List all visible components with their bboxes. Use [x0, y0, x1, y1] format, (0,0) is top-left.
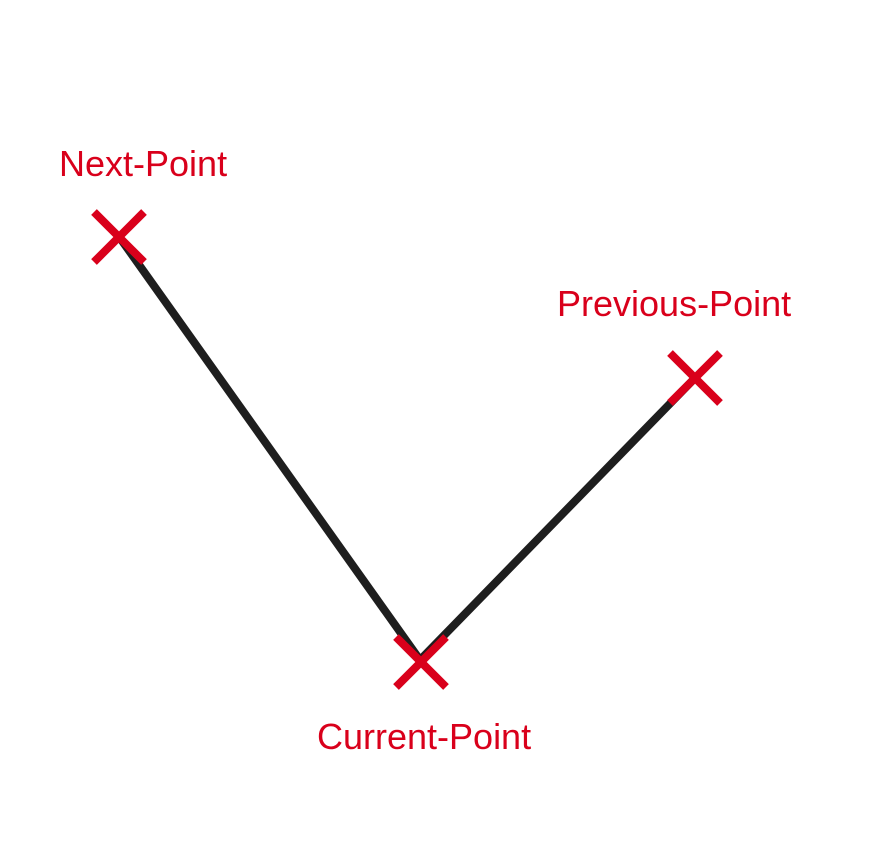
previous-point-label: Previous-Point — [557, 283, 791, 324]
x-mark-icon — [91, 209, 147, 265]
next-point-marker — [91, 209, 147, 265]
segment-current-to-previous — [417, 375, 698, 663]
current-point-marker — [393, 634, 449, 690]
segment-next-to-current — [116, 235, 424, 663]
x-mark-icon — [393, 634, 449, 690]
previous-point-marker — [667, 350, 723, 406]
next-point-label: Next-Point — [59, 143, 227, 184]
x-mark-icon — [667, 350, 723, 406]
current-point-label: Current-Point — [317, 716, 531, 757]
connecting-lines — [116, 235, 698, 663]
